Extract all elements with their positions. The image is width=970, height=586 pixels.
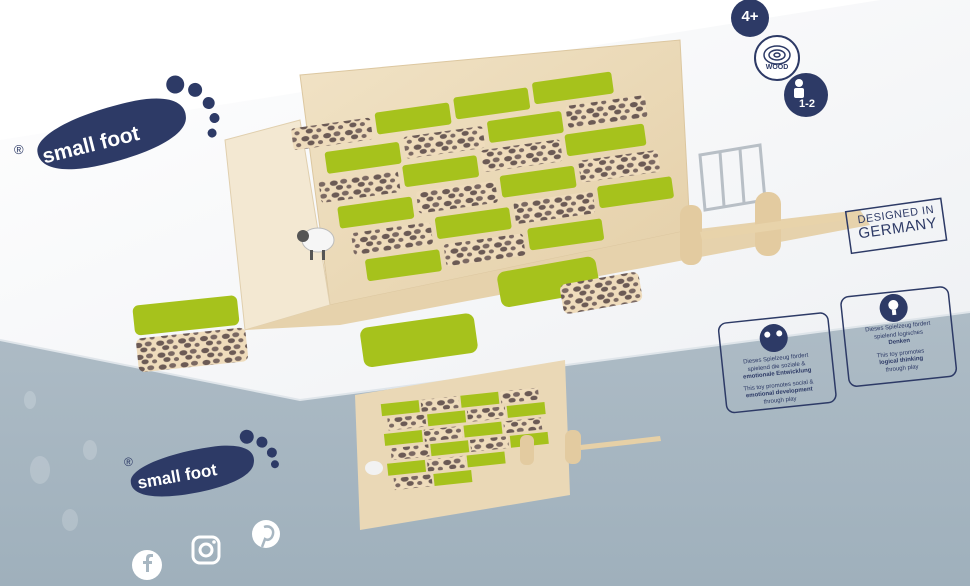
instagram-icon (191, 535, 221, 565)
info-box-social (717, 312, 837, 414)
brand-registered-side: ® (124, 455, 133, 469)
game-board-side (355, 360, 661, 530)
brand-logo-side (130, 429, 279, 497)
designed-in-germany-stamp (844, 197, 948, 255)
brand-registered-top: ® (14, 142, 24, 157)
info-box-social-text: Dieses Spielzeug fördert spielend die so… (726, 351, 831, 410)
wood-badge-label: WOOD (765, 64, 789, 71)
pinterest-icon (252, 520, 280, 548)
info-box-logic (840, 286, 958, 387)
facebook-icon (132, 550, 162, 580)
players-badge-label: 1-2 (799, 98, 815, 110)
sheep-figure (297, 227, 335, 260)
age-badge-label: 4+ (741, 8, 759, 25)
players-badge (784, 73, 828, 117)
wood-badge (754, 35, 800, 81)
age-badge (731, 0, 769, 37)
hammers (680, 192, 862, 265)
info-box-logic-text: Dieses Spielzeug fördert spielend logisc… (850, 319, 951, 378)
brand-logo-top (37, 75, 220, 170)
game-board-top (132, 39, 870, 372)
